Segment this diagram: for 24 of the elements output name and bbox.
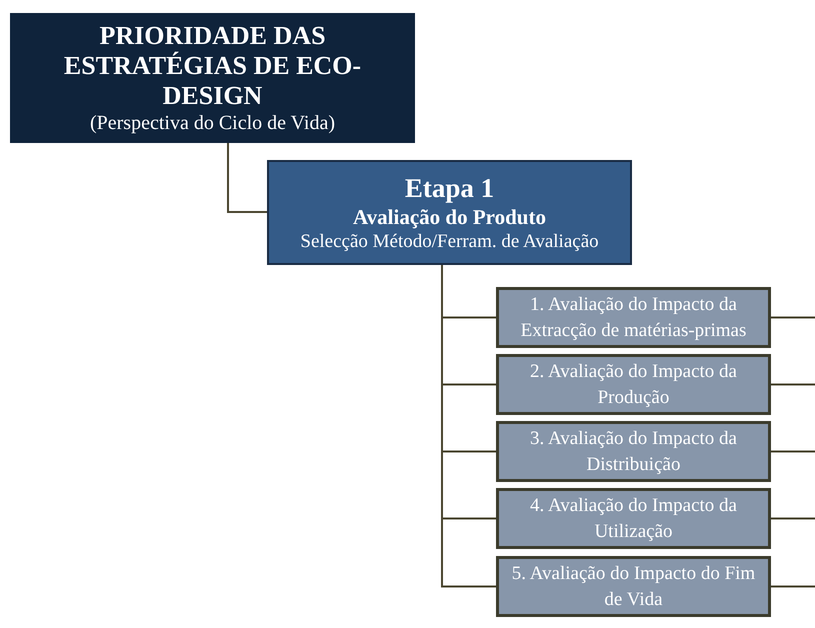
connector-line bbox=[227, 143, 267, 213]
title-text: PRIORIDADE DAS ESTRATÉGIAS DE ECO-DESIGN bbox=[62, 21, 362, 111]
connector-line bbox=[771, 384, 815, 386]
stage-title: Avaliação do Produto bbox=[353, 204, 546, 230]
stage-subtitle: Selecção Método/Ferram. de Avaliação bbox=[300, 230, 599, 254]
connector-line bbox=[771, 518, 815, 520]
process-label: 2. Avaliação do Impacto da Produção bbox=[529, 360, 738, 410]
process-box bbox=[496, 556, 771, 617]
stage-heading: Etapa 1 bbox=[404, 172, 494, 204]
title-box bbox=[10, 13, 415, 143]
process-box bbox=[496, 488, 771, 549]
process-box bbox=[496, 287, 771, 348]
process-label: 1. Avaliação do Impacto da Extracção de matérias-primas bbox=[520, 292, 748, 342]
process-label: 5. Avaliação do Impacto do Fim de Vida bbox=[510, 562, 756, 612]
process-box bbox=[496, 421, 771, 482]
subtitle-text: (Perspectiva do Ciclo de Vida) bbox=[90, 111, 336, 135]
process-label: 3. Avaliação do Impacto da Distribuição bbox=[529, 426, 738, 476]
stage-box bbox=[267, 160, 632, 265]
connector-line bbox=[771, 586, 815, 588]
process-box bbox=[496, 354, 771, 415]
connector-line bbox=[441, 265, 496, 588]
process-label: 4. Avaliação do Impacto da Utilização bbox=[529, 494, 738, 544]
connector-line bbox=[771, 450, 815, 452]
connector-line bbox=[771, 316, 815, 318]
